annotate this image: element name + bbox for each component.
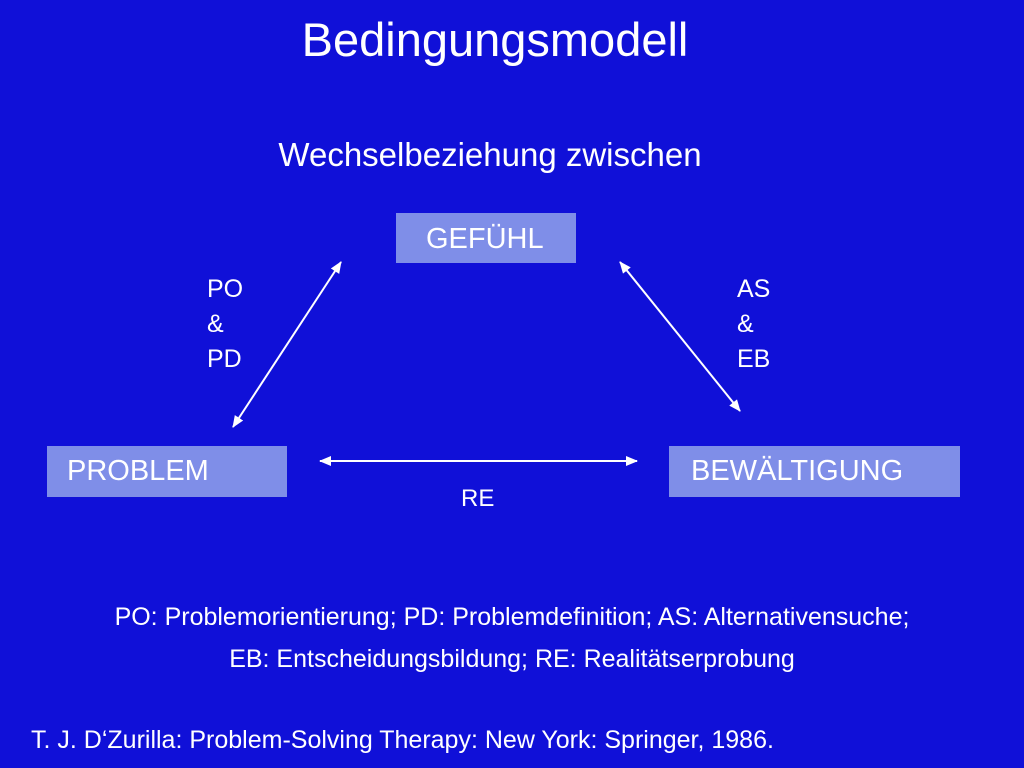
edge-label-right-line: & <box>737 310 754 338</box>
legend-line-1: PO: Problemorientierung; PD: Problemdefi… <box>114 603 910 631</box>
legend-line-2: EB: Entscheidungsbildung; RE: Realitätse… <box>229 645 795 673</box>
slide-title: Bedingungsmodell <box>301 13 689 66</box>
arrow-gefuehl-bewaeltigung <box>619 261 741 412</box>
edge-label-left-line: & <box>207 310 224 338</box>
arrow-problem-gefuehl <box>232 261 342 428</box>
slide-subtitle: Wechselbeziehung zwischen <box>278 136 702 173</box>
edge-label-left: PO & PD <box>207 272 243 377</box>
citation: T. J. D‘Zurilla: Problem-Solving Therapy… <box>31 726 774 754</box>
node-gefuehl: GEFÜHL <box>396 213 576 263</box>
node-problem: PROBLEM <box>47 446 287 497</box>
edge-label-bottom: RE <box>461 485 495 512</box>
edge-label-right-line: EB <box>737 345 771 373</box>
edge-label-right-line: AS <box>737 275 771 303</box>
edge-label-left-line: PO <box>207 275 244 303</box>
edge-label-left-line: PD <box>207 345 242 373</box>
legend: PO: Problemorientierung; PD: Problemdefi… <box>0 596 1024 680</box>
node-bewaeltigung: BEWÄLTIGUNG <box>669 446 960 497</box>
edge-label-right: AS & EB <box>737 272 770 377</box>
